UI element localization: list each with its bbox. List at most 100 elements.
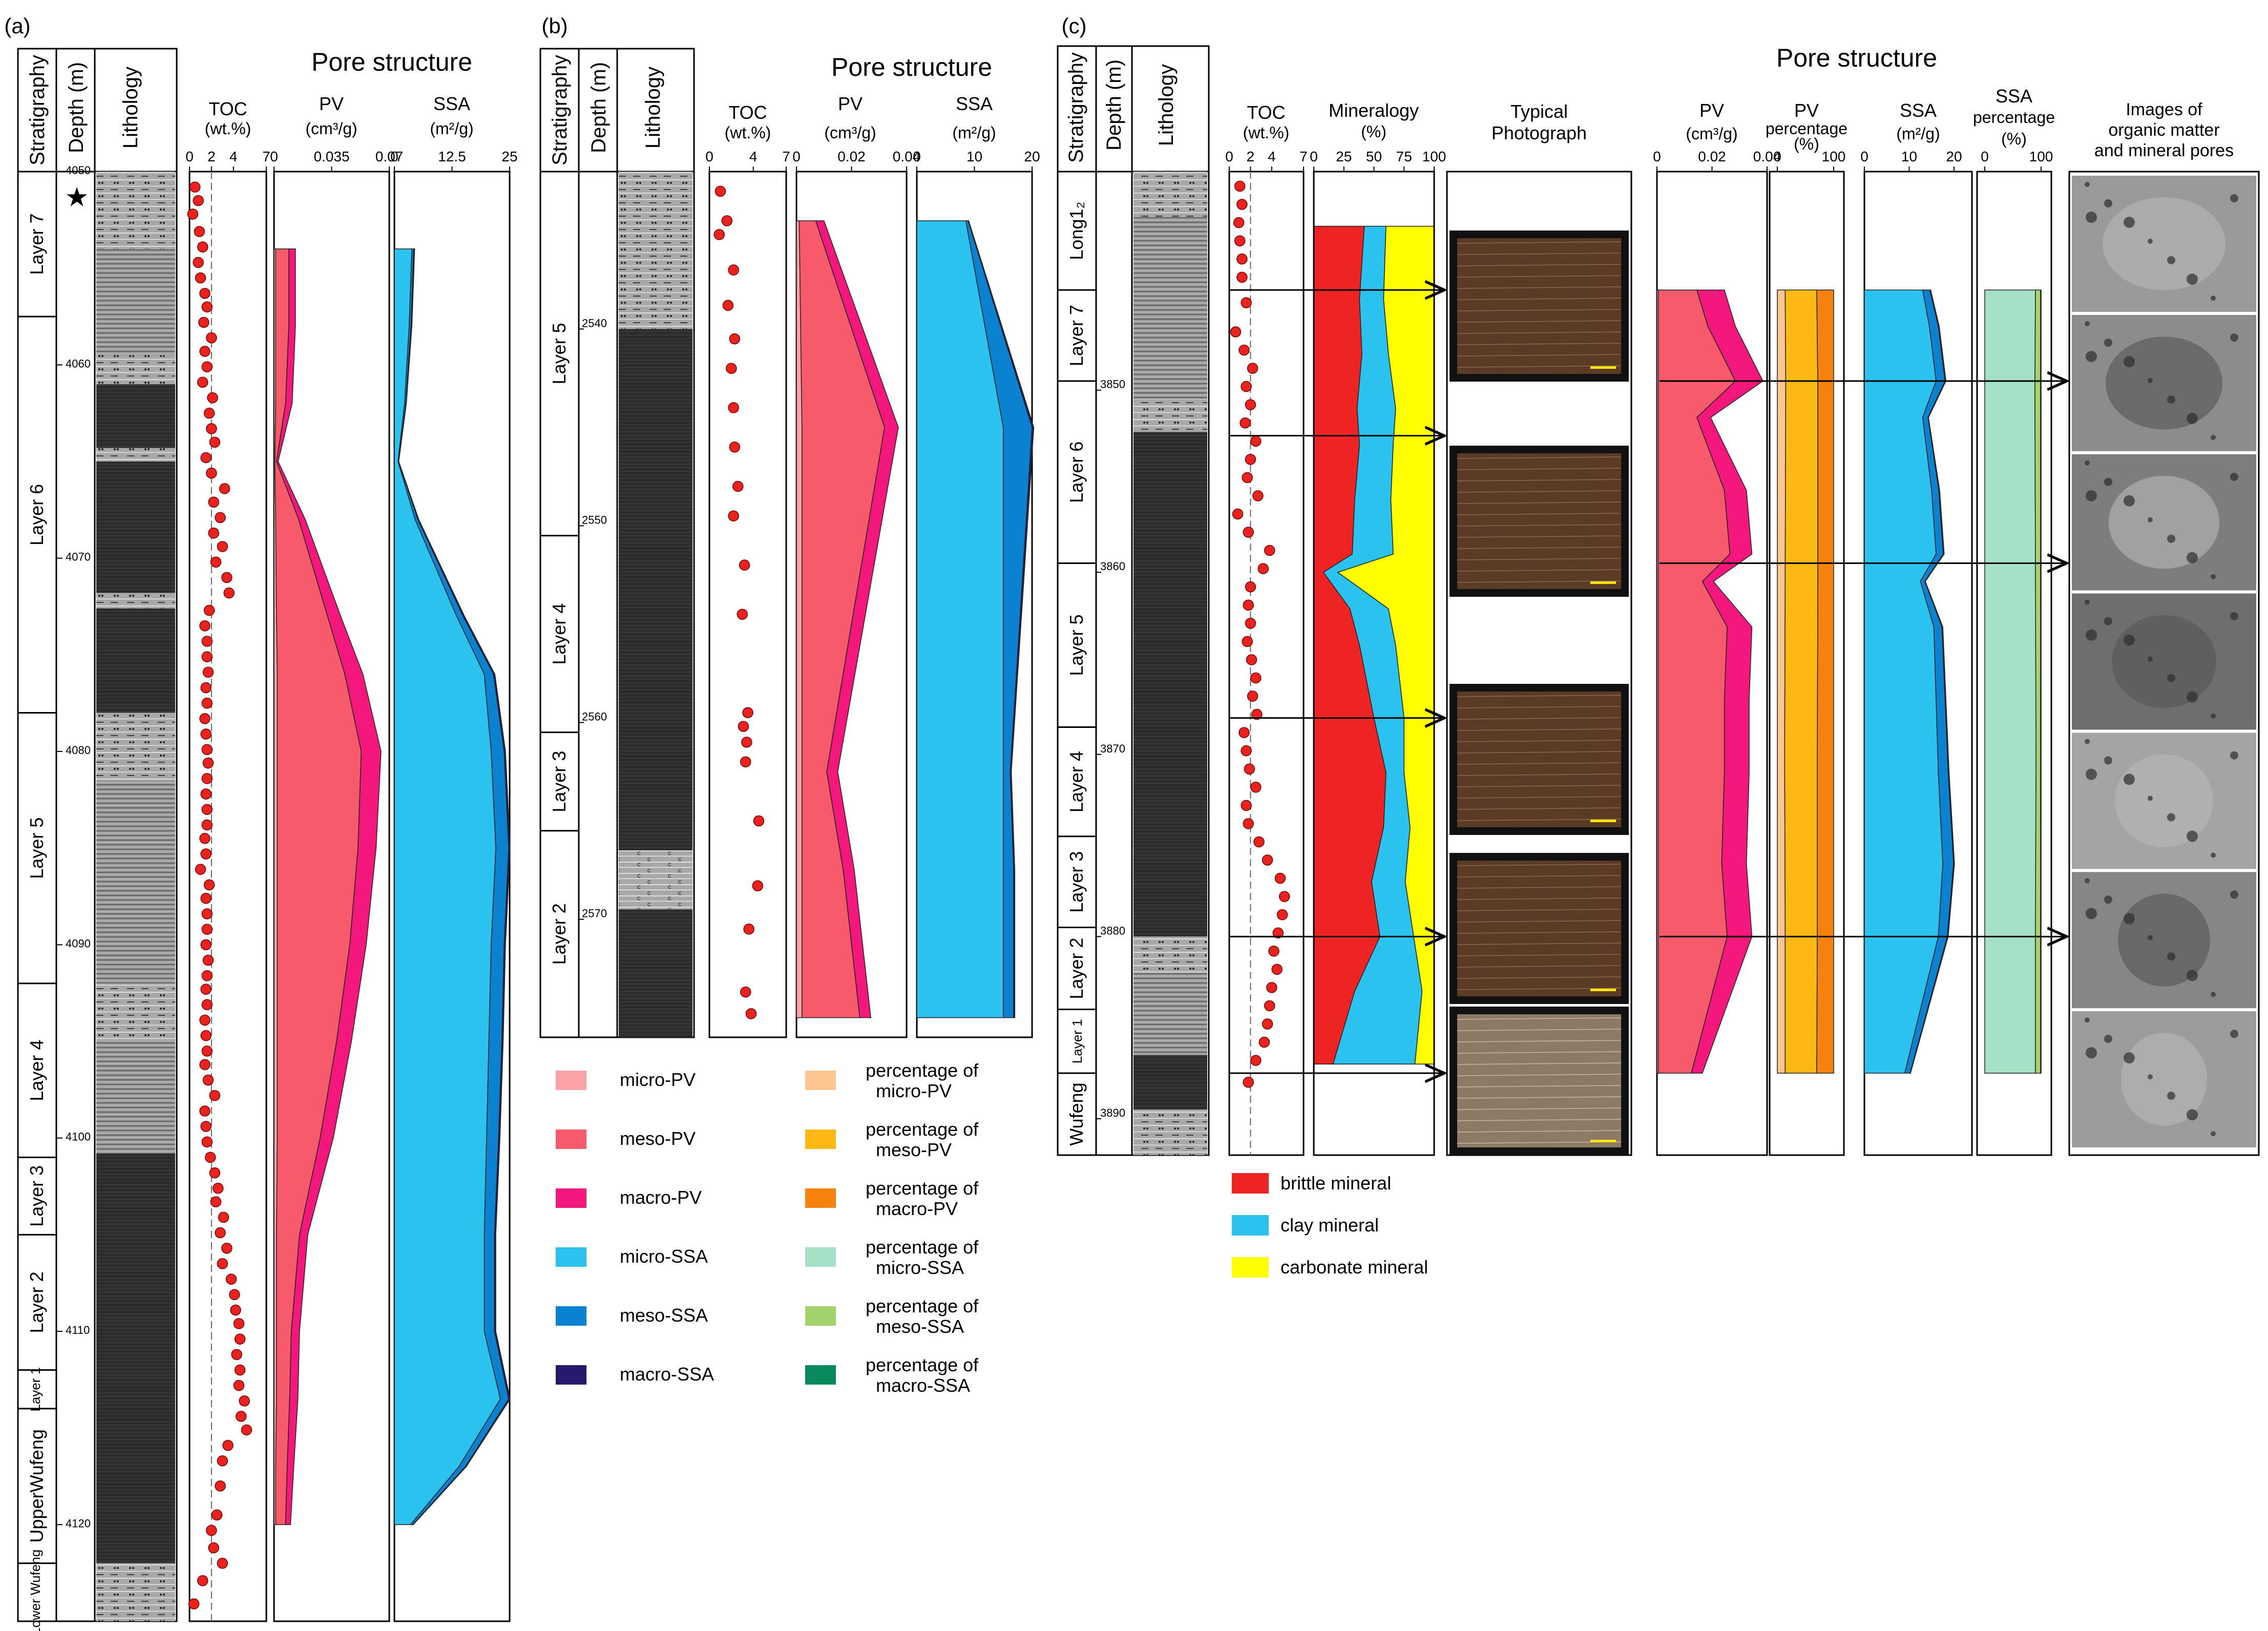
sem-pore <box>2104 199 2112 207</box>
sem-pore <box>2085 599 2090 605</box>
core-lamina <box>1457 773 1622 776</box>
toc-point <box>1244 763 1255 775</box>
core-lamina <box>1457 354 1622 357</box>
sample-star-icon: ★ <box>65 182 89 212</box>
toc-unit-a: (wt.%) <box>205 119 251 138</box>
toc-point <box>1276 909 1288 921</box>
panel-label-a: (a) <box>4 14 30 38</box>
core-lamina <box>1457 1051 1622 1054</box>
sem-pore-blob <box>2103 197 2225 290</box>
sem-pore-blob <box>2112 615 2216 708</box>
layer-label: Layer 2 <box>549 903 570 965</box>
sem-image <box>2072 733 2256 869</box>
pv-pct-header-c: PV <box>1794 100 1819 121</box>
legend-swatch <box>556 1071 586 1090</box>
toc-point <box>201 999 213 1011</box>
pv-pct-header-c: percentage <box>1766 119 1847 138</box>
macro-ssa-area <box>968 220 1035 1018</box>
core-lamina <box>1457 976 1622 979</box>
toc-point <box>206 1524 217 1536</box>
toc-point <box>203 407 215 419</box>
core-lamina <box>1457 286 1622 289</box>
section-title-b: Pore structure <box>831 53 992 81</box>
toc-point <box>1243 527 1254 538</box>
mineral-unit-c: (%) <box>1361 122 1387 141</box>
core-lamina <box>1457 490 1622 493</box>
depth-tick-label: 3850 <box>1100 378 1125 391</box>
toc-point <box>1233 217 1245 228</box>
macro-ssa-area <box>398 248 511 1525</box>
depth-tick-label: 4060 <box>66 357 91 370</box>
layer-label: Layer 3 <box>26 1165 47 1227</box>
sem-pore <box>2167 813 2175 822</box>
sem-pore <box>2167 952 2175 961</box>
pct-meso-ssa-area <box>2034 289 2041 1074</box>
pv-tick-label: 0.07 <box>375 149 404 164</box>
toc-tick-label: 4 <box>749 149 758 164</box>
toc-point <box>218 1211 229 1223</box>
lithology-interval <box>1133 1055 1207 1110</box>
legend-label: micro-PV <box>620 1069 696 1090</box>
lithology-interval <box>619 850 692 910</box>
toc-point <box>208 527 219 539</box>
toc-point <box>202 1074 214 1086</box>
toc-point <box>204 1152 216 1163</box>
toc-point <box>217 1558 228 1569</box>
sem-pore <box>2230 194 2238 203</box>
layer-label: Long1₂ <box>1066 202 1087 260</box>
toc-point <box>201 301 213 312</box>
sem-pore <box>2167 256 2175 264</box>
core-lamina <box>1457 558 1622 560</box>
toc-point <box>1268 946 1279 957</box>
sem-pore <box>2124 913 2135 925</box>
header-stratigraphy-b: Stratigraphy <box>549 55 571 165</box>
toc-point <box>199 620 211 632</box>
legend-swatch <box>805 1306 836 1326</box>
toc-tick-label: 2 <box>207 149 216 164</box>
toc-point <box>1246 654 1257 665</box>
toc-tick-label: 7 <box>1299 149 1308 164</box>
depth-tick-label: 2540 <box>582 317 607 329</box>
legend-label: micro-SSA <box>620 1246 708 1267</box>
macro-pv-area <box>815 220 899 1018</box>
ssa-pct-track-frame-c <box>1976 171 2052 1156</box>
depth-tick-label: 3870 <box>1100 742 1125 755</box>
legend-swatch <box>556 1130 586 1149</box>
depth-tick-label: 4100 <box>66 1131 91 1143</box>
sem-pore <box>2148 1074 2153 1080</box>
toc-point <box>217 1258 228 1269</box>
section-title-a: Pore structure <box>311 48 472 76</box>
toc-point <box>197 1575 208 1586</box>
toc-point <box>199 1014 211 1026</box>
toc-point <box>1250 1055 1262 1066</box>
toc-point <box>201 908 213 919</box>
toc-point <box>233 1379 245 1391</box>
sem-pore <box>2148 239 2153 244</box>
toc-point <box>1238 344 1250 356</box>
legend-label: brittle mineral <box>1280 1173 1391 1194</box>
ssa-header-b: SSA <box>956 93 993 114</box>
sem-pore <box>2211 574 2216 579</box>
lithology-interval <box>96 983 175 1041</box>
toc-track-frame-b <box>708 171 787 1038</box>
pv-pct-unit-c: (%) <box>1794 135 1819 153</box>
pct-meso-pv-area <box>1784 289 1818 1074</box>
core-lamina <box>1457 931 1622 934</box>
toc-point <box>740 756 751 768</box>
pv-unit-c: (cm³/g) <box>1686 124 1737 143</box>
toc-point <box>217 541 228 552</box>
pv-tick-label: 0 <box>270 149 278 164</box>
legend-label: percentage of <box>866 1354 979 1375</box>
mineral-tick-label: 0 <box>1310 149 1318 164</box>
sem-pore <box>2104 1035 2112 1043</box>
ssa-tick-label: 20 <box>1946 149 1962 164</box>
toc-header-c: TOC <box>1247 102 1285 123</box>
sem-pore <box>2148 517 2153 522</box>
toc-point <box>188 1598 200 1609</box>
depth-tick-label: 2560 <box>582 710 607 723</box>
toc-point <box>1250 782 1262 793</box>
toc-point <box>200 939 212 951</box>
pv-header-a: PV <box>319 93 344 114</box>
lithology-interval <box>1133 1110 1207 1155</box>
pct-macro-pv-area <box>1816 289 1834 1074</box>
